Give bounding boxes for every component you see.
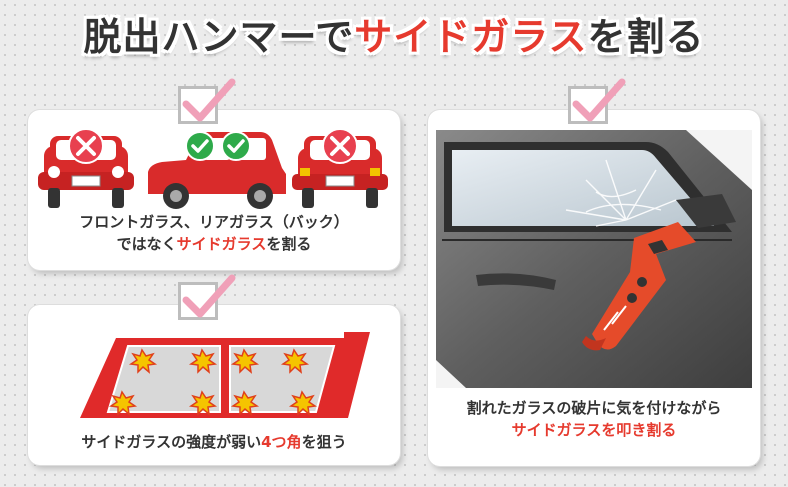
car-door-illustration [436, 130, 752, 388]
cars-illustration [38, 128, 388, 209]
title-part-2: サイドガラス [354, 15, 588, 59]
caption-right-line-1: 割れたガラスの破片に気を付けながら [466, 399, 722, 417]
check-mark-icon [572, 78, 626, 122]
caption-line-1: フロントガラス、リアガラス（バック） [79, 213, 349, 231]
caption-line-2: ではなくサイドガラスを割る [116, 234, 312, 253]
check-mark-icon [182, 274, 236, 318]
check-mark-icon [182, 78, 236, 122]
title-part-1: 脱出ハンマーで [83, 15, 355, 59]
burst-icon [108, 348, 318, 416]
glass-crack [565, 159, 677, 227]
caption-top-left: フロントガラス、リアガラス（バック） ではなくサイドガラスを割る [28, 212, 400, 256]
car-side [148, 132, 286, 209]
x-mark-icon-rear [322, 128, 358, 164]
caption-bg-bottom-left [58, 430, 374, 456]
escape-hammer [582, 222, 696, 351]
window-diagram [80, 332, 370, 418]
page-title: 脱出ハンマーでサイドガラスを割る [0, 6, 788, 61]
caption-bottom-left: サイドガラスの強度が弱い4つ角を狙う [81, 433, 347, 451]
caption-bg-right [440, 396, 748, 452]
x-mark-icon [68, 128, 104, 164]
caption-right-line-2: サイドガラスを叩き割る [511, 420, 677, 439]
title-part-3: を割る [587, 15, 705, 59]
caption-right: 割れたガラスの破片に気を付けながら サイドガラスを叩き割る [428, 398, 760, 442]
green-check-icon [185, 131, 251, 161]
